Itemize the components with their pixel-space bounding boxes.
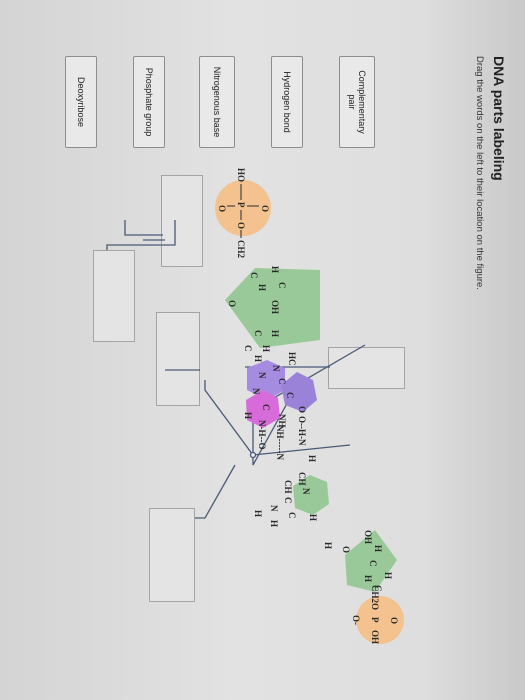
lp-o-top: O (260, 205, 270, 212)
lp-ch2: CH2 (236, 240, 246, 259)
leader-line-8 (252, 379, 301, 466)
rp-o: O (370, 603, 380, 610)
lp-bonds (227, 184, 259, 238)
leader-line-6 (195, 464, 236, 519)
ls-c3: C (253, 330, 263, 337)
lb-c3: C (261, 404, 271, 411)
ls-h2: H (270, 266, 280, 273)
rb-h1: H (308, 514, 318, 521)
lb-c2: C (285, 392, 295, 399)
rp-o-top: O (389, 617, 399, 624)
rs-ring-o: O (341, 546, 351, 553)
hbond-3: N-H--O (257, 420, 267, 450)
rb-ch1: CH (297, 472, 307, 486)
lb-nh: NH (277, 414, 287, 428)
ls-h1: H (257, 284, 267, 291)
lp-p: P (236, 202, 246, 208)
lb-n3: N (251, 388, 261, 395)
rp-oh: OH (370, 630, 380, 644)
lp-ho: HO (236, 168, 246, 182)
right-base-hex-green (293, 475, 329, 515)
ls-c1: C (249, 272, 259, 279)
leader-line-1 (124, 220, 163, 236)
leader-junction (249, 451, 257, 459)
left-base-hex-purple-2 (281, 372, 317, 412)
leader-line-9 (252, 444, 351, 456)
lb-n1: N (271, 365, 281, 372)
leader-lines (106, 220, 366, 519)
ls-c4: C (243, 345, 253, 352)
left-base-hex-purple (247, 360, 285, 400)
ls-ring-o: O (227, 300, 237, 307)
ls-h4: H (261, 345, 271, 352)
leader-line-2 (106, 220, 176, 250)
rb-n1: N (301, 488, 311, 495)
lb-o: O (297, 406, 307, 413)
rp-ch2: CH2 (370, 585, 380, 604)
rs-c2: C (373, 585, 383, 592)
ls-oh: OH (270, 300, 280, 314)
hbond-h2: H (243, 412, 253, 419)
rp-p: P (370, 617, 380, 623)
right-sugar-pentagon (345, 530, 397, 592)
rs-oh: OH (363, 530, 373, 544)
rb-c1: C (283, 497, 293, 504)
lb-n2: N (257, 372, 267, 379)
hbond-1: O--H-N (297, 416, 307, 446)
right-phosphate-circle (356, 596, 404, 644)
lp-o-mid: O (236, 222, 246, 229)
ls-c2: C (277, 282, 287, 289)
rs-h4: H (323, 542, 333, 549)
rs-h2: H (383, 572, 393, 579)
rp-o-bot: O- (351, 615, 361, 625)
ls-h3: H (270, 330, 280, 337)
rb-n2: N (269, 505, 279, 512)
rs-c1: C (368, 560, 378, 567)
hbond-h1: H (307, 455, 317, 462)
hbond-2: NH-----N (275, 425, 285, 460)
lp-o-bot: O (217, 205, 227, 212)
ls-h5: H (253, 355, 263, 362)
rb-h3: H (253, 510, 263, 517)
rb-h2: H (269, 520, 279, 527)
left-sugar-pentagon (225, 268, 320, 348)
rs-h3: H (363, 575, 373, 582)
rb-c2: C (287, 512, 297, 519)
left-phosphate-circle (215, 180, 271, 236)
left-base-hex-magenta (246, 390, 280, 428)
rb-ch2: CH (283, 480, 293, 494)
lb-c1: C (277, 378, 287, 385)
rs-h1: H (373, 545, 383, 552)
lb-hc: HC (287, 352, 297, 366)
